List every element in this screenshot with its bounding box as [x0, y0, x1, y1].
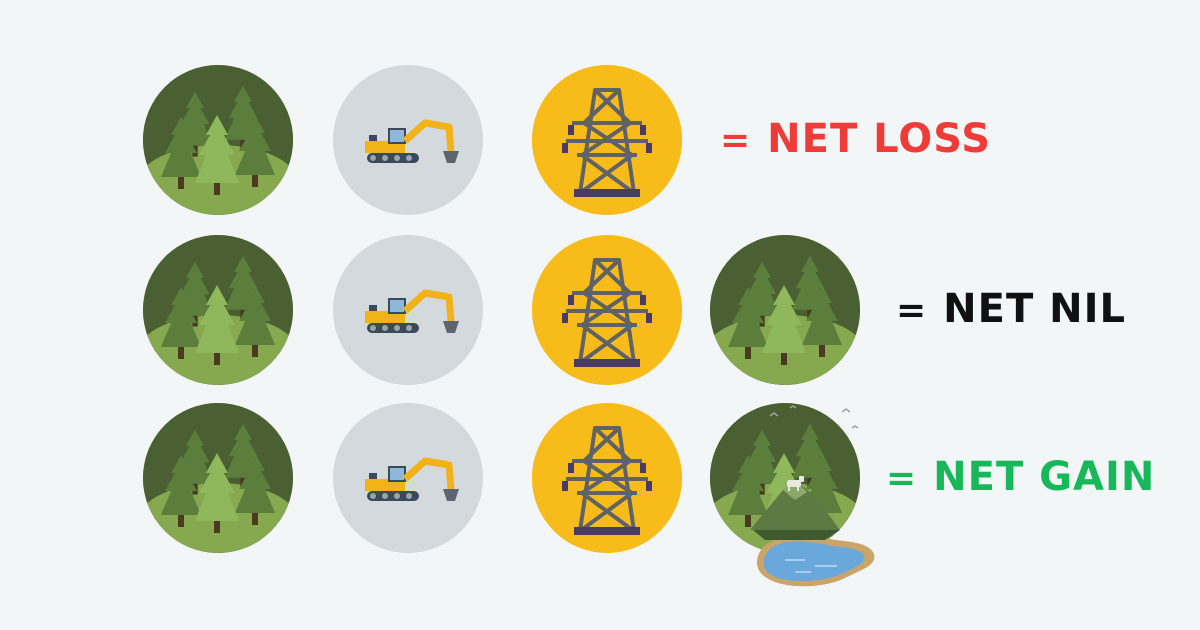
result-label: NET LOSS [767, 116, 992, 162]
result-net-loss: = NET LOSS [720, 116, 991, 162]
power-pylon-icon [532, 65, 682, 215]
result-label: NET NIL [943, 286, 1127, 332]
power-pylon-icon [532, 403, 682, 553]
equals-sign: = [720, 120, 752, 161]
excavator-icon [333, 403, 483, 553]
result-net-nil: = NET NIL [896, 286, 1126, 332]
scenario-row-net-gain: = NET GAIN [0, 398, 1200, 558]
power-pylon-icon [532, 235, 682, 385]
scenario-row-net-loss: = NET LOSS [0, 60, 1200, 220]
equals-sign: = [886, 458, 918, 499]
replanted-forest-icon [710, 235, 860, 385]
result-label: NET GAIN [933, 454, 1156, 500]
excavator-icon [333, 235, 483, 385]
equals-sign: = [896, 290, 928, 331]
result-net-gain: = NET GAIN [886, 454, 1155, 500]
excavator-icon [333, 65, 483, 215]
scenario-row-net-nil: = NET NIL [0, 230, 1200, 390]
forest-icon [143, 235, 293, 385]
birds-icon [769, 405, 859, 429]
lake-mountain-habitat-icon [750, 476, 875, 587]
forest-icon [143, 65, 293, 215]
forest-icon [143, 403, 293, 553]
